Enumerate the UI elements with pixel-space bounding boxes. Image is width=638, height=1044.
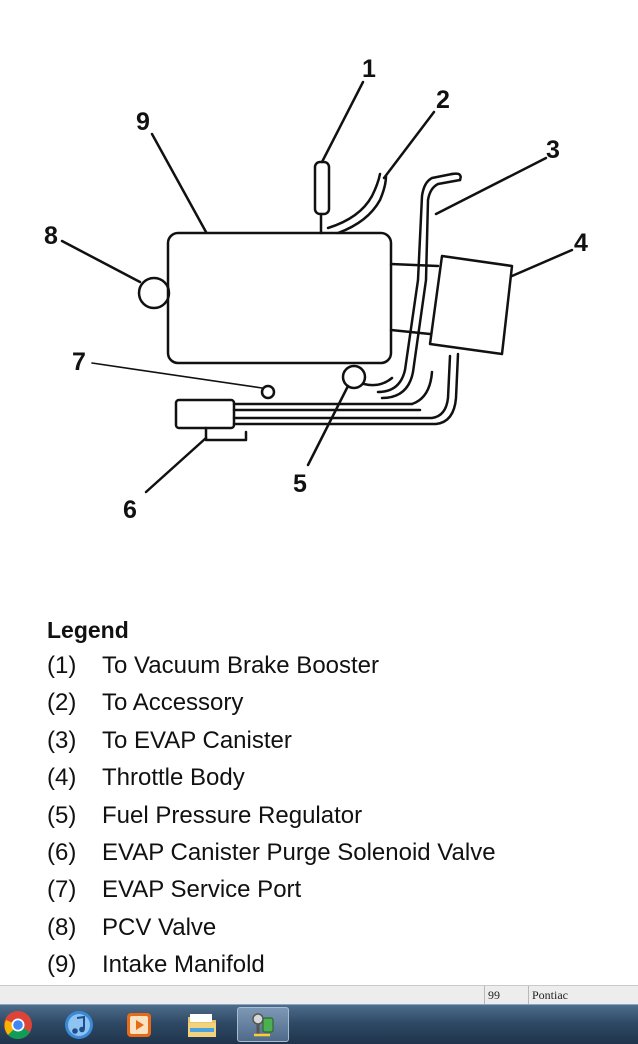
legend-item-number: (9) (47, 951, 77, 979)
legend-item: (6) EVAP Canister Purge Solenoid Valve (47, 834, 627, 871)
evap-service-port-shape (260, 384, 276, 400)
status-bar: 99 Pontiac (0, 985, 638, 1004)
legend-item-label: Intake Manifold (102, 951, 265, 979)
legend-item-label: Throttle Body (102, 764, 245, 792)
media-player-taskbar-button[interactable] (113, 1007, 165, 1042)
legend-title: Legend (47, 617, 129, 643)
legend-item-label: To Vacuum Brake Booster (102, 652, 380, 679)
callout-9: 9 (136, 108, 150, 136)
callout-1: 1 (362, 55, 376, 83)
leader-line-7 (91, 362, 263, 389)
intake-manifold-shape (166, 231, 393, 365)
legend: Legend (1) To Vacuum Brake Booster (2) To … (47, 614, 627, 984)
purge-solenoid-shape (174, 398, 236, 430)
file-explorer-icon (188, 1013, 216, 1037)
legend-item: (4) Throttle Body (47, 759, 627, 796)
legend-item-number: (4) (47, 764, 77, 792)
itunes-taskbar-button[interactable] (53, 1007, 105, 1042)
throttle-body-shape (428, 254, 514, 356)
chrome-taskbar-button[interactable] (0, 1007, 44, 1042)
legend-item-label: To EVAP Canister (102, 726, 292, 754)
legend-item-label: To Accessory (102, 689, 244, 717)
status-page-number: 99 (484, 986, 531, 1004)
legend-item: (5) Fuel Pressure Regulator (47, 797, 627, 834)
callout-5: 5 (293, 470, 307, 498)
pcv-valve-shape (137, 276, 171, 310)
legend-item-number: (7) (47, 876, 77, 904)
itunes-icon (65, 1010, 93, 1039)
legend-item-number: (1) (47, 652, 77, 679)
legend-item: (2) To Accessory (47, 684, 627, 721)
brake-booster-hose-fitting (313, 160, 331, 216)
leader-line-4 (510, 248, 574, 278)
callout-4: 4 (574, 229, 588, 257)
legend-item-label: Fuel Pressure Regulator (102, 801, 363, 829)
legend-item-label: PCV Valve (102, 913, 217, 941)
leader-line-8 (60, 239, 142, 284)
taskbar (0, 1004, 638, 1044)
leader-line-6 (144, 436, 208, 494)
vacuum-hose-diagram: 1 2 3 4 5 6 7 8 9 (44, 55, 588, 524)
tools-app-icon (252, 1012, 274, 1036)
legend-item-number: (2) (47, 689, 77, 717)
legend-item: (3) To EVAP Canister (47, 722, 627, 759)
legend-item-label: EVAP Service Port (102, 876, 302, 904)
legend-item-number: (8) (47, 913, 77, 941)
legend-item-label: EVAP Canister Purge Solenoid Valve (102, 838, 496, 866)
accessory-hose (326, 172, 382, 230)
legend-item: (1) To Vacuum Brake Booster (47, 647, 627, 684)
legend-item: (9) Intake Manifold (47, 946, 627, 983)
status-vehicle-make: Pontiac (528, 986, 638, 1004)
fuel-pressure-regulator-shape (341, 364, 367, 390)
callout-6: 6 (123, 496, 137, 524)
media-player-icon (127, 1012, 151, 1037)
legend-item-number: (6) (47, 838, 77, 866)
chrome-icon (4, 1010, 32, 1039)
file-explorer-taskbar-button[interactable] (176, 1007, 228, 1042)
callout-3: 3 (546, 136, 560, 164)
leader-line-1 (320, 80, 365, 164)
callout-8: 8 (44, 222, 58, 250)
legend-item-number: (5) (47, 801, 77, 829)
tools-app-taskbar-button[interactable] (237, 1007, 289, 1042)
leader-line-3 (434, 156, 548, 216)
legend-item: (8) PCV Valve (47, 909, 627, 946)
legend-item-number: (3) (47, 726, 77, 754)
legend-item: (7) EVAP Service Port (47, 871, 627, 908)
evap-canister-hose (376, 172, 454, 394)
callout-7: 7 (72, 348, 86, 376)
callout-2: 2 (436, 86, 450, 114)
leader-line-5 (306, 384, 350, 467)
leader-line-2 (382, 110, 436, 180)
leader-line-9 (150, 132, 208, 234)
